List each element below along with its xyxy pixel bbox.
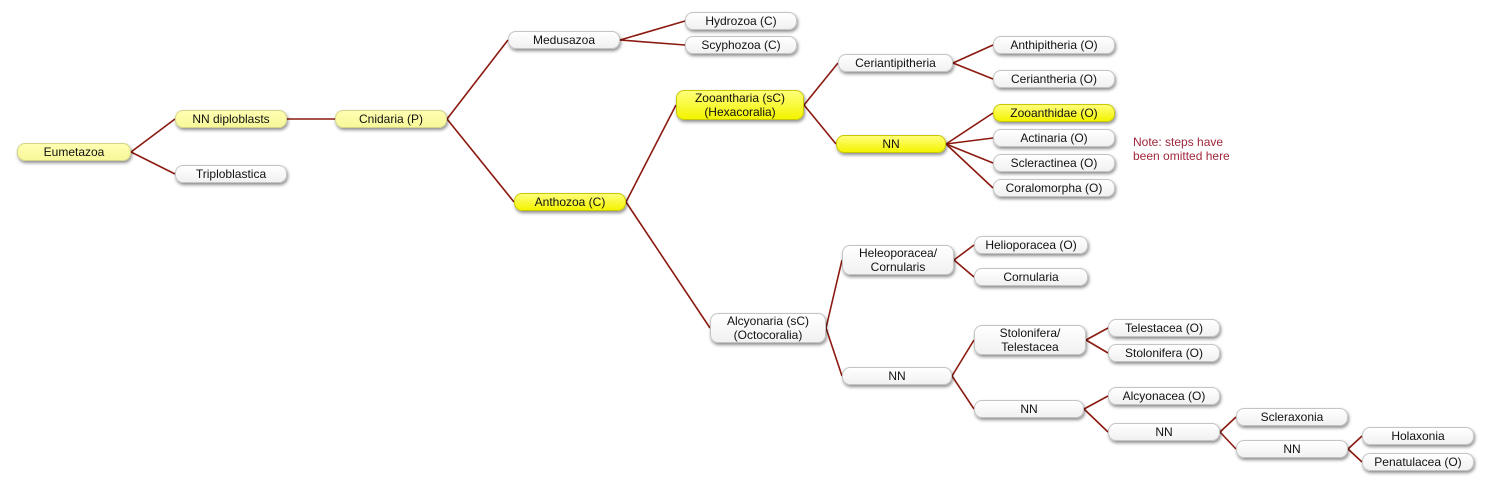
node-anthozoa: Anthozoa (C)	[514, 193, 626, 211]
node-nn-octocoralia: NN	[842, 367, 952, 385]
node-penatulacea: Penatulacea (O)	[1362, 453, 1474, 471]
edge-nn_octo4-holaxonia	[1347, 435, 1363, 450]
node-triploblastica: Triploblastica	[175, 165, 287, 183]
edge-cnidaria-medusazoa	[446, 39, 509, 120]
node-alcyonacea: Alcyonacea (O)	[1108, 387, 1220, 405]
edge-stolonifera_telestacea-telestacea	[1085, 327, 1109, 341]
edge-heleoporacea_cornularis-cornularia	[953, 259, 975, 278]
edge-nn_octo-stolonifera_telestacea	[951, 339, 975, 377]
node-helioporacea: Helioporacea (O)	[974, 236, 1088, 254]
edge-ceriantipitheria-ceriantheria	[952, 62, 994, 80]
edge-anthozoa-zooantharia	[625, 104, 677, 203]
edge-nn_hexa-coralomorpha	[945, 143, 994, 189]
edge-nn_octo3-scleraxonia	[1219, 416, 1237, 433]
node-coralomorpha: Coralomorpha (O)	[993, 179, 1115, 197]
node-nn-axonia-group: NN	[1108, 423, 1220, 441]
node-ceriantheria: Ceriantheria (O)	[993, 70, 1115, 88]
node-hydrozoa: Hydrozoa (C)	[685, 12, 797, 30]
edge-zooantharia-ceriantipitheria	[803, 62, 839, 106]
edge-nn_hexa-zooanthidae	[945, 112, 994, 145]
edge-alcyonaria-nn_octo	[825, 327, 843, 377]
node-anthipitheria: Anthipitheria (O)	[993, 36, 1115, 54]
node-actinaria: Actinaria (O)	[993, 129, 1115, 147]
node-heleoporacea-cornularis: Heleoporacea/ Cornularis	[842, 245, 954, 275]
edge-ceriantipitheria-anthipitheria	[952, 44, 994, 64]
node-cnidaria: Cnidaria (P)	[335, 110, 447, 128]
edge-nn_hexa-actinaria	[945, 137, 994, 145]
node-nn-alcyonacea-group: NN	[974, 400, 1084, 418]
node-eumetazoa: Eumetazoa	[17, 143, 131, 161]
edge-eumetazoa-triploblastica	[130, 151, 176, 175]
edge-nn_octo-nn_octo2	[951, 375, 975, 410]
node-alcyonaria: Alcyonaria (sC) (Octocoralia)	[710, 313, 826, 343]
node-scleractinea: Scleractinea (O)	[993, 154, 1115, 172]
edge-nn_octo2-nn_octo3	[1083, 408, 1109, 433]
node-scleraxonia: Scleraxonia	[1236, 408, 1348, 426]
node-ceriantipitheria: Ceriantipitheria	[838, 54, 953, 72]
node-holaxonia: Holaxonia	[1362, 427, 1474, 445]
node-zooanthidae: Zooanthidae (O)	[993, 104, 1115, 122]
node-cornularia: Cornularia	[974, 268, 1088, 286]
edge-stolonifera_telestacea-stolonifera	[1085, 339, 1109, 354]
edge-anthozoa-alcyonaria	[625, 201, 711, 329]
node-scyphozoa: Scyphozoa (C)	[685, 36, 797, 54]
edge-zooantharia-nn_hexa	[803, 104, 837, 145]
node-stolonifera: Stolonifera (O)	[1108, 344, 1220, 362]
omitted-steps-note: Note: steps have been omitted here	[1133, 135, 1230, 163]
edge-medusazoa-hydrozoa	[619, 20, 686, 41]
edge-nn_octo2-alcyonacea	[1083, 395, 1109, 410]
edge-nn_octo4-penatulacea	[1347, 448, 1363, 463]
node-nn-holaxonia-group: NN	[1236, 440, 1348, 458]
edge-medusazoa-scyphozoa	[619, 39, 686, 46]
edge-eumetazoa-nn_diploblasts	[130, 118, 176, 153]
node-nn-diploblasts: NN diploblasts	[175, 110, 287, 128]
node-nn-hexacoralia: NN	[836, 135, 946, 153]
node-stolonifera-telestacea: Stolonifera/ Telestacea	[974, 325, 1086, 355]
node-telestacea: Telestacea (O)	[1108, 319, 1220, 337]
node-zooantharia: Zooantharia (sC) (Hexacoralia)	[676, 90, 804, 120]
edge-alcyonaria-heleoporacea_cornularis	[825, 259, 843, 329]
node-medusazoa: Medusazoa	[508, 31, 620, 49]
edge-cnidaria-anthozoa	[446, 118, 515, 203]
edge-nn_hexa-scleractinea	[945, 143, 994, 164]
edge-nn_octo3-nn_octo4	[1219, 431, 1237, 450]
edge-heleoporacea_cornularis-helioporacea	[953, 244, 975, 261]
